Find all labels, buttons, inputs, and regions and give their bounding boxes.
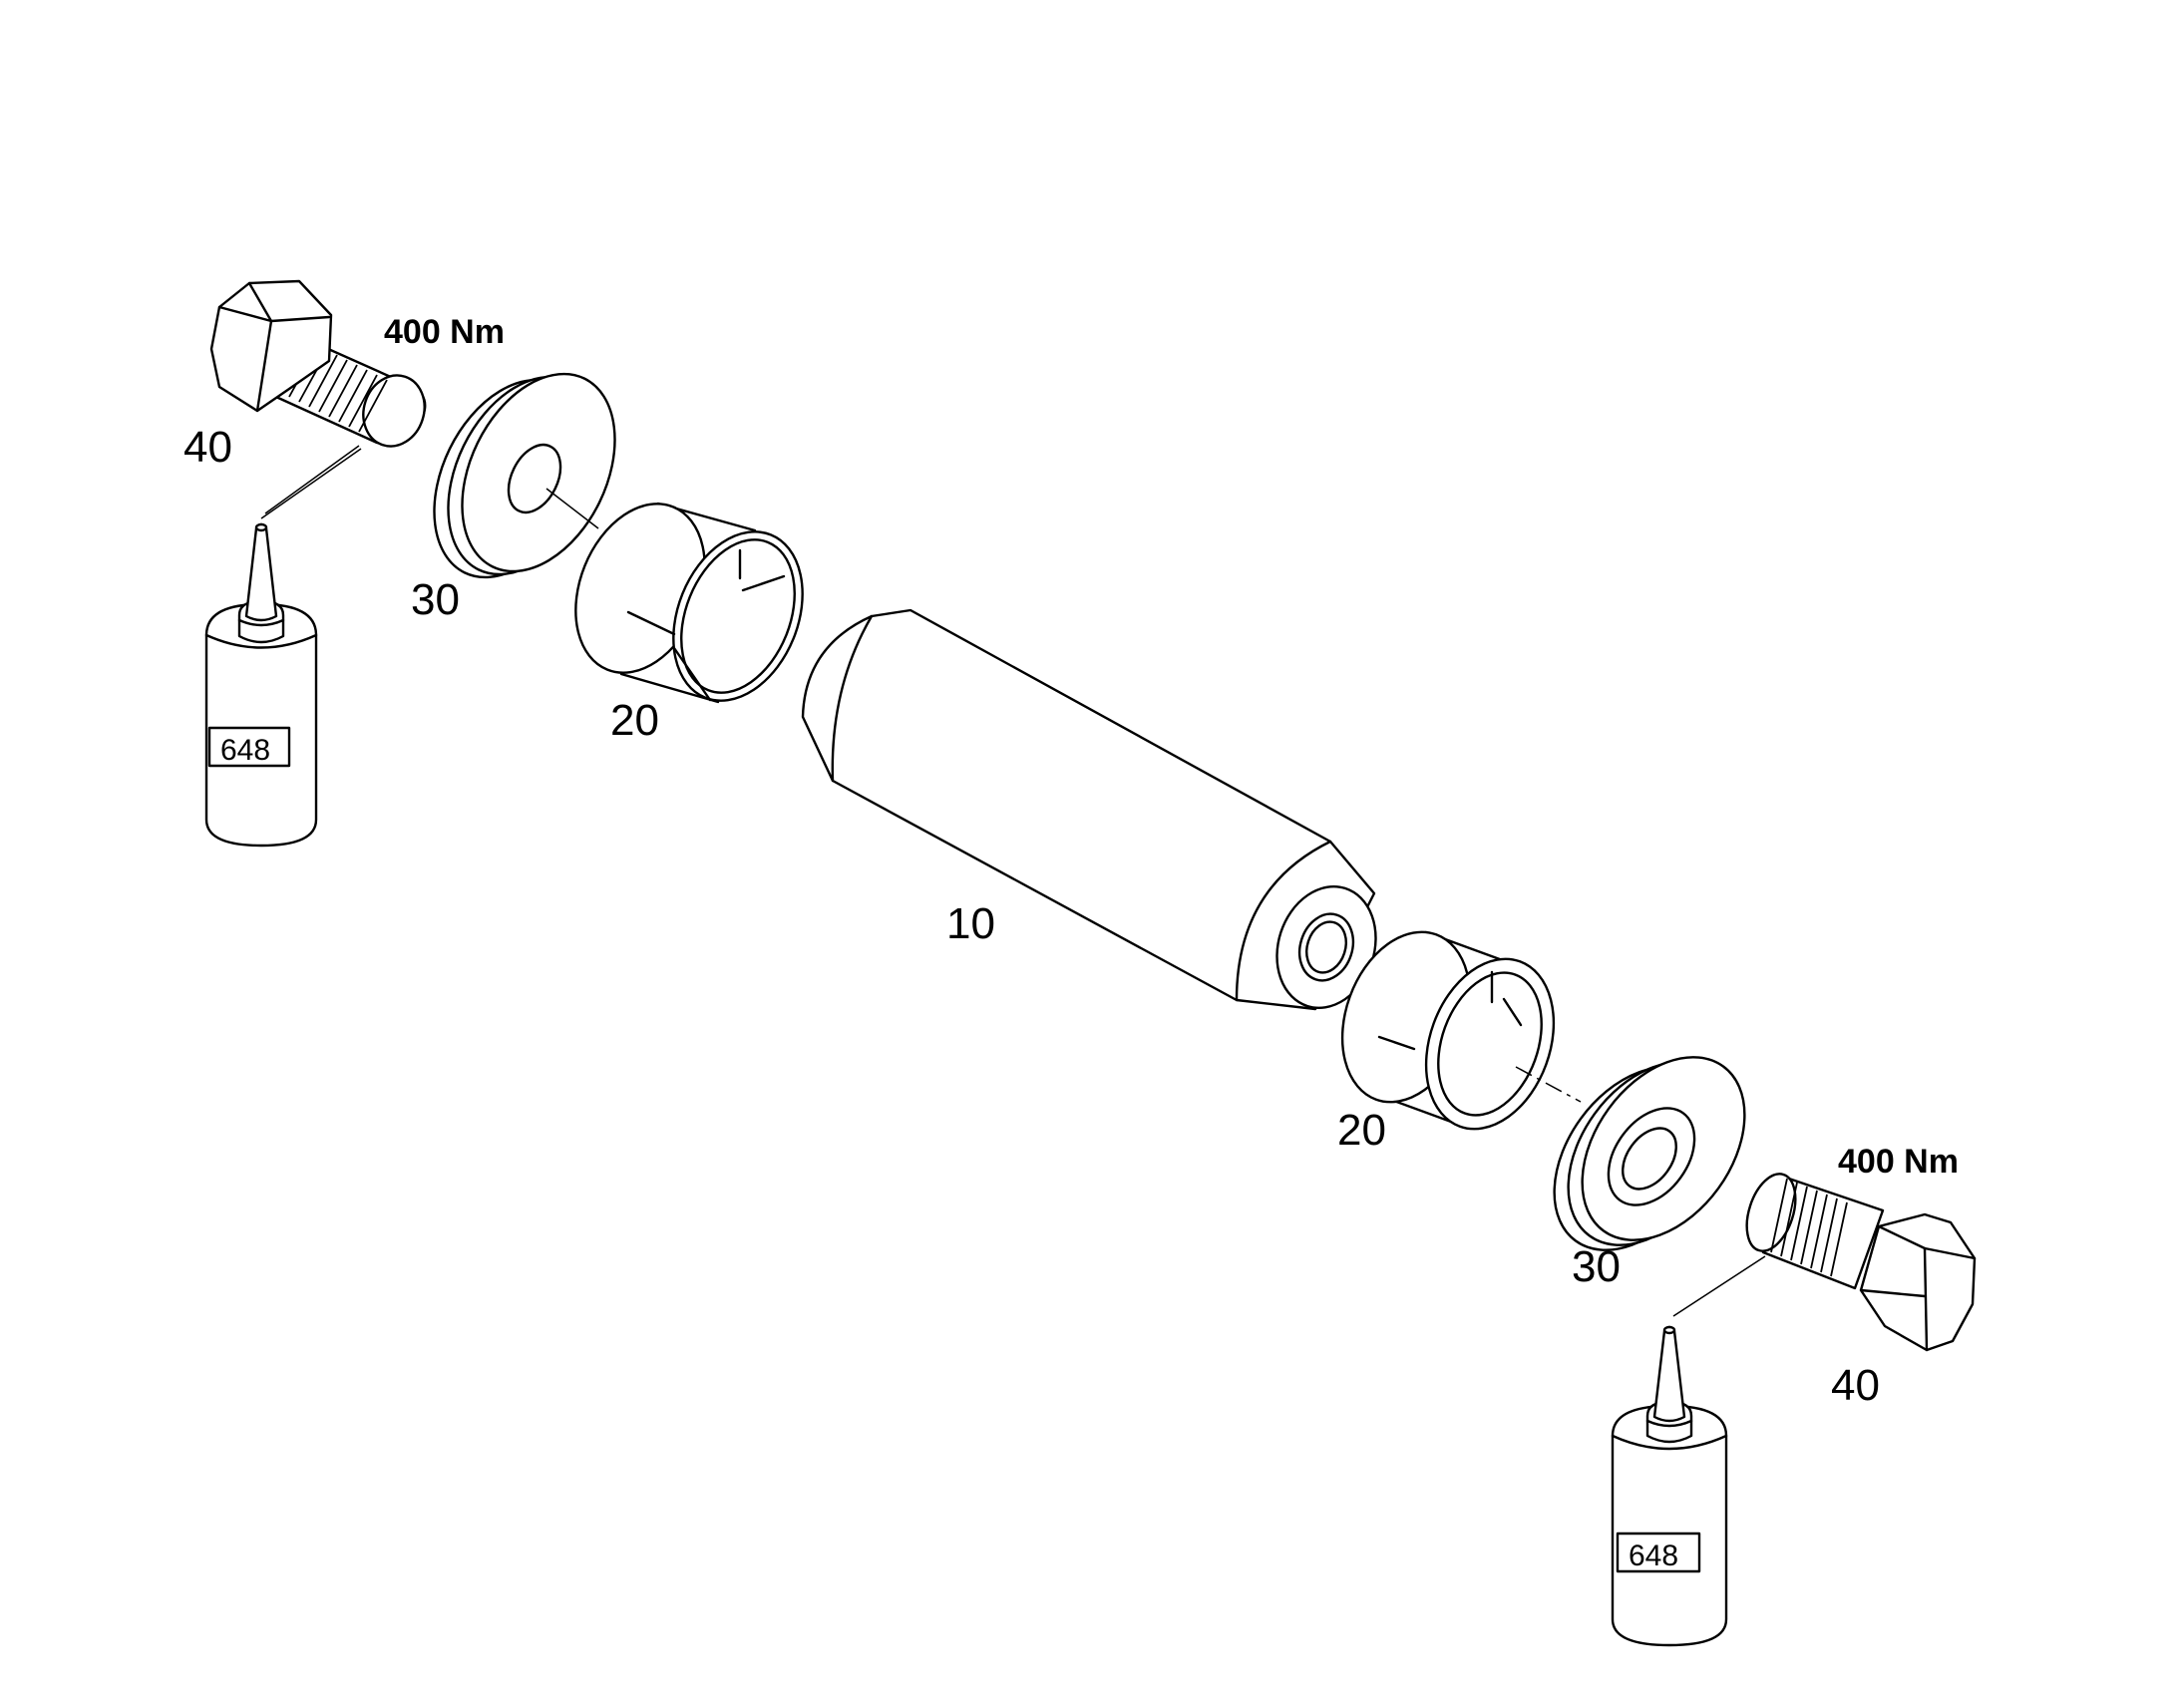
torque-label-right: 400 Nm bbox=[1838, 1143, 1959, 1181]
pin bbox=[801, 608, 1377, 1011]
adhesive-label-box-right bbox=[1616, 1532, 1701, 1573]
adhesive-bottle-left: 648 bbox=[204, 522, 318, 848]
adhesive-label-right: 648 bbox=[1629, 1539, 1678, 1572]
bolt-left bbox=[209, 279, 427, 448]
adhesive-label-box-left bbox=[207, 726, 291, 768]
leader-line-adhesive-left bbox=[260, 448, 362, 519]
washer-right bbox=[1553, 1056, 1746, 1251]
callout-bolt-right: 40 bbox=[1831, 1361, 1880, 1410]
bolt-right bbox=[1745, 1173, 1977, 1352]
leader-line-bolt-left bbox=[264, 445, 360, 514]
callout-bolt-left: 40 bbox=[183, 423, 232, 472]
leader-line-bolt-right bbox=[1672, 1255, 1766, 1317]
callout-bushing-left: 20 bbox=[610, 696, 659, 745]
callout-bushing-right: 20 bbox=[1337, 1106, 1386, 1155]
washer-left bbox=[433, 372, 616, 579]
callout-washer-left: 30 bbox=[411, 575, 460, 624]
torque-label-left: 400 Nm bbox=[384, 313, 505, 351]
bushing-left bbox=[574, 502, 804, 704]
callout-pin: 10 bbox=[946, 899, 995, 948]
adhesive-bottle-right: 648 bbox=[1611, 1325, 1728, 1647]
bushing-right bbox=[1340, 930, 1556, 1131]
axis-line-right bbox=[1515, 1066, 1582, 1103]
adhesive-label-left: 648 bbox=[220, 734, 270, 767]
axis-line-left bbox=[545, 488, 599, 529]
callout-washer-right: 30 bbox=[1572, 1242, 1621, 1291]
